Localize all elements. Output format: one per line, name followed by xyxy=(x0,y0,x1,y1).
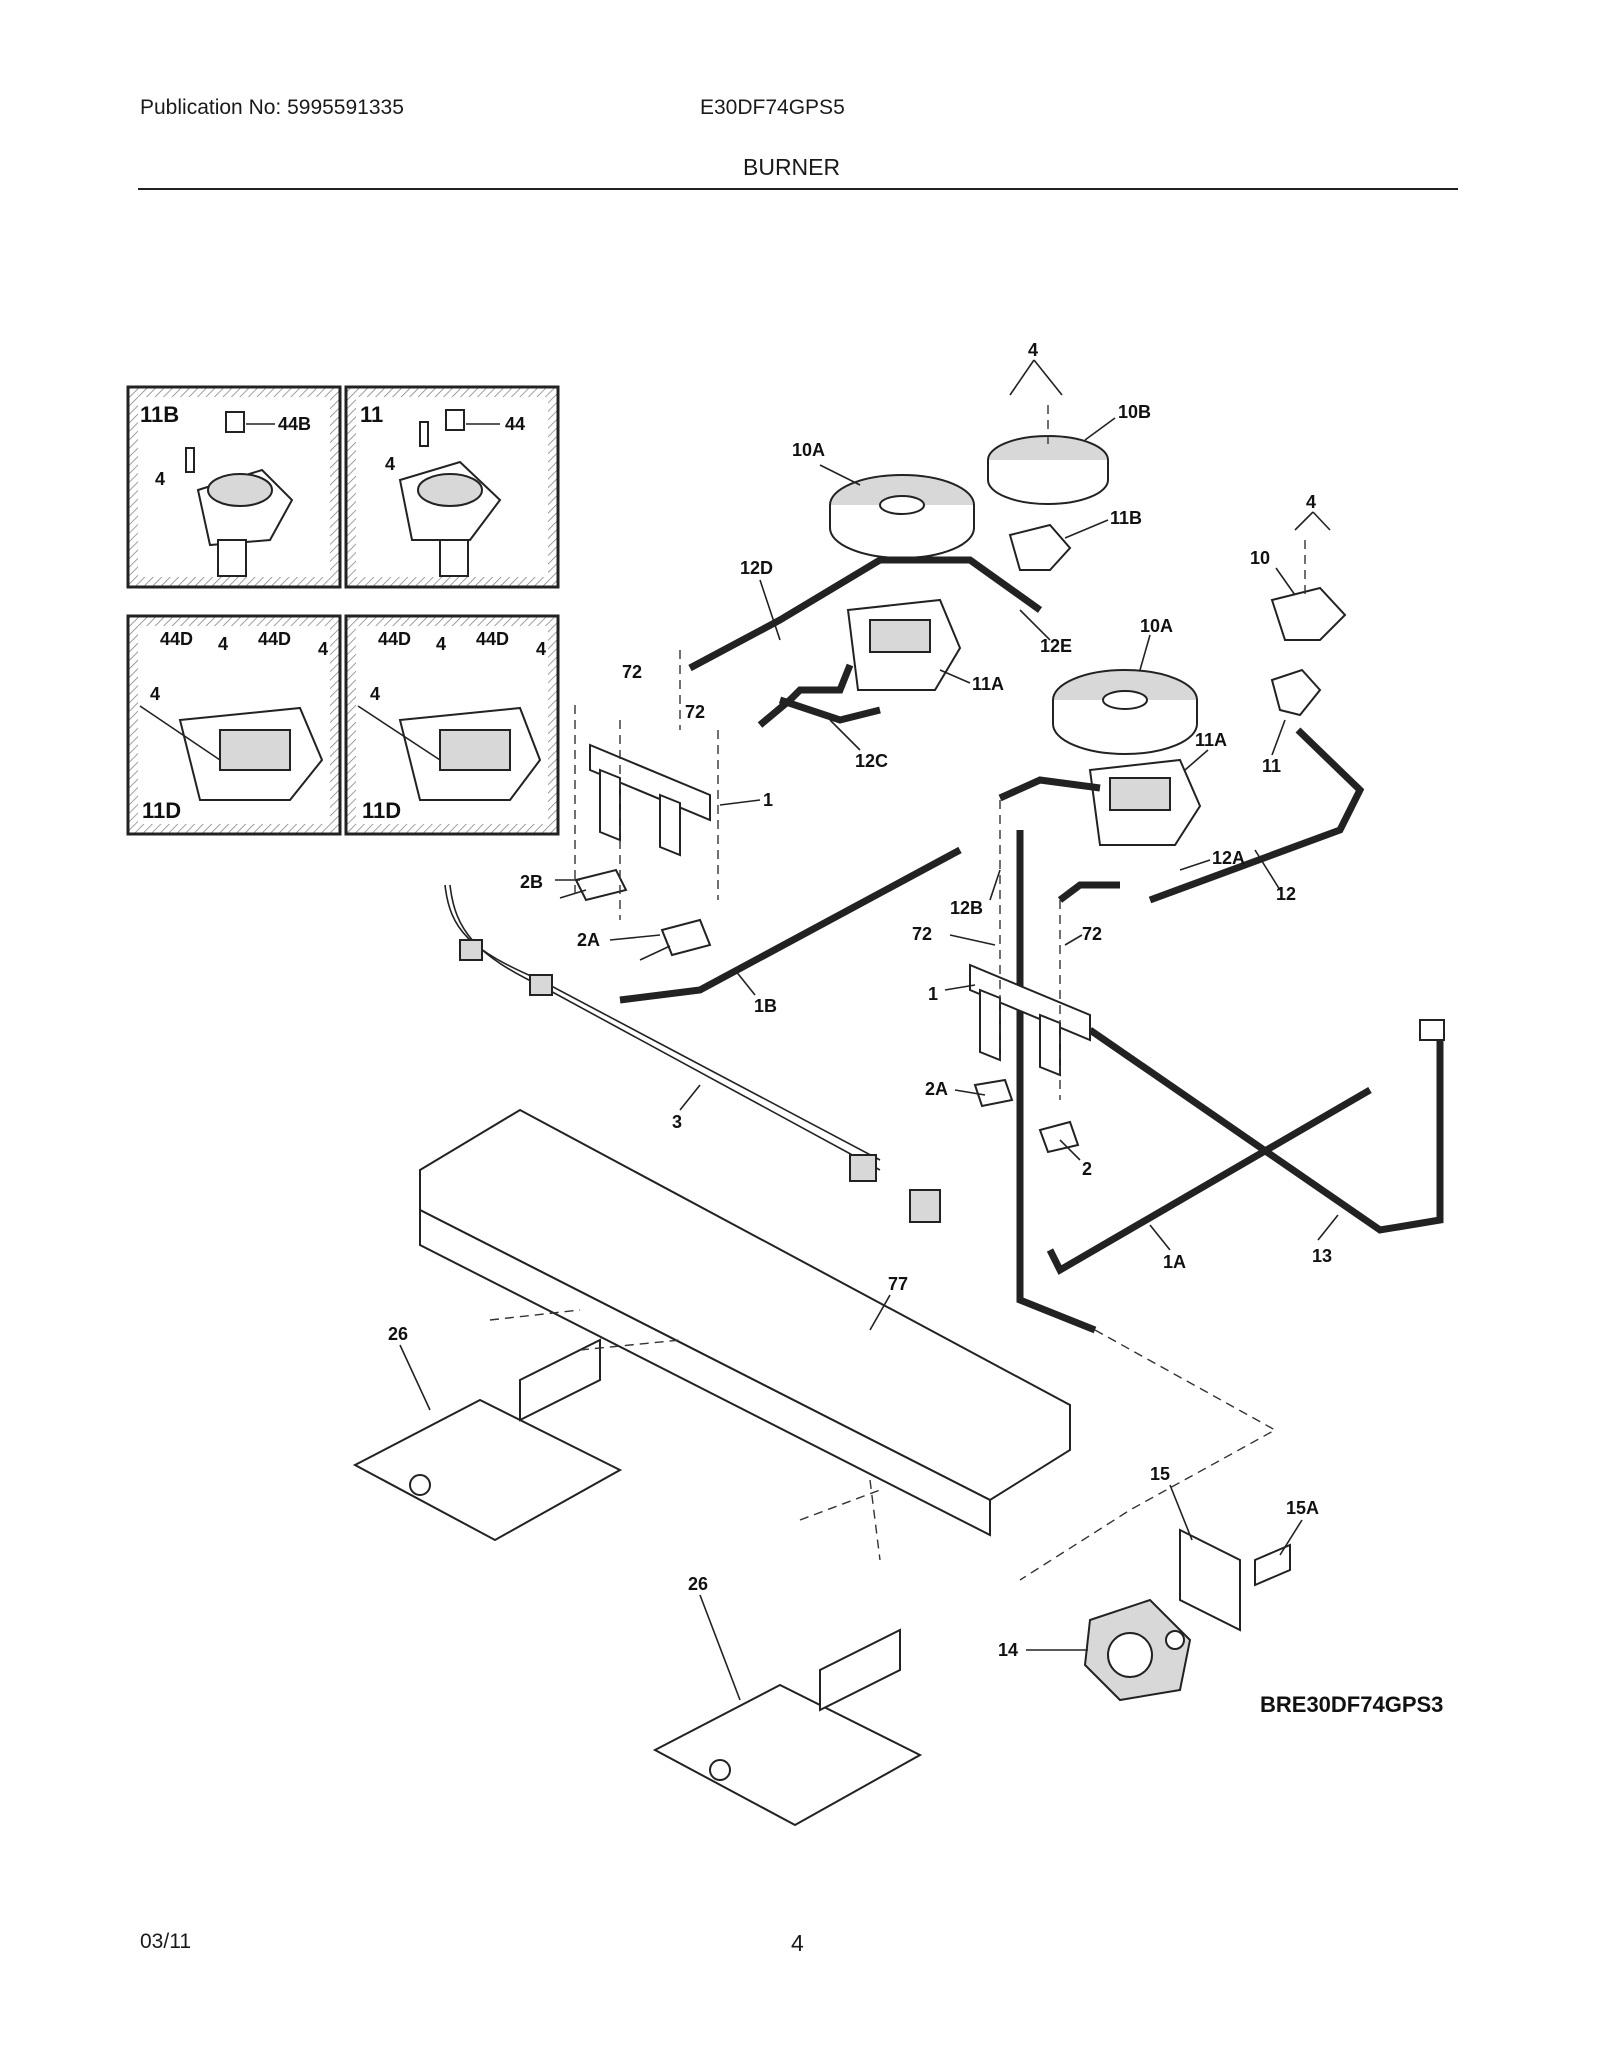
inset-title: 11 xyxy=(360,402,383,427)
callout-1: 1 xyxy=(928,984,938,1004)
inset-label: 4 xyxy=(370,684,380,704)
callout-4: 4 xyxy=(1306,492,1316,512)
callout-12d: 12D xyxy=(740,558,773,578)
callout-15a: 15A xyxy=(1286,1498,1319,1518)
callout-12e: 12E xyxy=(1040,636,1072,656)
callout-72: 72 xyxy=(912,924,932,944)
inset-label: 44 xyxy=(505,414,525,434)
callout-14: 14 xyxy=(998,1640,1018,1660)
inset-label: 4 xyxy=(155,469,165,489)
callout-10a: 10A xyxy=(1140,616,1173,636)
callout-77: 77 xyxy=(888,1274,908,1294)
callout-26: 26 xyxy=(388,1324,408,1344)
publication-number: Publication No: 5995591335 xyxy=(140,96,404,119)
callout-72: 72 xyxy=(622,662,642,682)
inset-title: 11D xyxy=(142,798,181,823)
callout-2a: 2A xyxy=(925,1079,948,1099)
callout-1: 1 xyxy=(763,790,773,810)
callout-12a: 12A xyxy=(1212,848,1245,868)
inset-label: 4 xyxy=(318,639,328,659)
callout-10: 10 xyxy=(1250,548,1270,568)
inset-title: 11D xyxy=(362,798,401,823)
callout-11: 11 xyxy=(1262,756,1281,776)
callout-2b: 2B xyxy=(520,872,543,892)
callout-11a: 11A xyxy=(972,674,1004,694)
inset-11b: 11B 44B 4 xyxy=(126,385,342,589)
callout-11b: 11B xyxy=(1110,508,1142,528)
model-number: E30DF74GPS5 xyxy=(700,96,845,119)
inset-11d-left: 11D 44D 4 44D 4 4 xyxy=(126,614,342,836)
callout-12b: 12B xyxy=(950,898,983,918)
inset-label: 4 xyxy=(385,454,395,474)
callout-2: 2 xyxy=(1082,1159,1092,1179)
diagram-code: BRE30DF74GPS3 xyxy=(1260,1692,1443,1717)
callout-1b: 1B xyxy=(754,996,777,1016)
callout-10b: 10B xyxy=(1118,402,1151,422)
inset-label: 4 xyxy=(218,634,228,654)
inset-label: 44D xyxy=(378,629,411,649)
callout-3: 3 xyxy=(672,1112,682,1132)
footer-date: 03/11 xyxy=(140,1930,191,1953)
inset-label: 44B xyxy=(278,414,311,434)
callout-72: 72 xyxy=(1082,924,1102,944)
inset-11: 11 44 4 xyxy=(344,385,560,589)
callout-11a: 11A xyxy=(1195,730,1227,750)
callout-leaders xyxy=(399,359,1339,1701)
inset-label: 44D xyxy=(258,629,291,649)
callout-10a: 10A xyxy=(792,440,825,460)
callout-72: 72 xyxy=(685,702,705,722)
callout-1a: 1A xyxy=(1163,1252,1186,1272)
callout-13: 13 xyxy=(1312,1246,1332,1266)
inset-title: 11B xyxy=(140,402,179,427)
callout-15: 15 xyxy=(1150,1464,1170,1484)
inset-label: 44D xyxy=(476,629,509,649)
callout-12: 12 xyxy=(1276,884,1296,904)
header-rule xyxy=(138,188,1458,190)
page-number: 4 xyxy=(791,1930,804,1956)
callouts: 4 10B 10A 11B 4 10 12D 12E 10A 72 72 11A… xyxy=(388,340,1332,1660)
inset-label: 4 xyxy=(536,639,546,659)
inset-label: 4 xyxy=(150,684,160,704)
inset-label: 44D xyxy=(160,629,193,649)
callout-12c: 12C xyxy=(855,751,888,771)
inset-label: 4 xyxy=(436,634,446,654)
callout-4: 4 xyxy=(1028,340,1038,360)
callout-2a: 2A xyxy=(577,930,600,950)
section-title: BURNER xyxy=(743,154,841,180)
callout-26: 26 xyxy=(688,1574,708,1594)
parts-artwork xyxy=(352,405,1445,1827)
inset-11d-right: 11D 44D 4 44D 4 4 xyxy=(344,614,560,836)
